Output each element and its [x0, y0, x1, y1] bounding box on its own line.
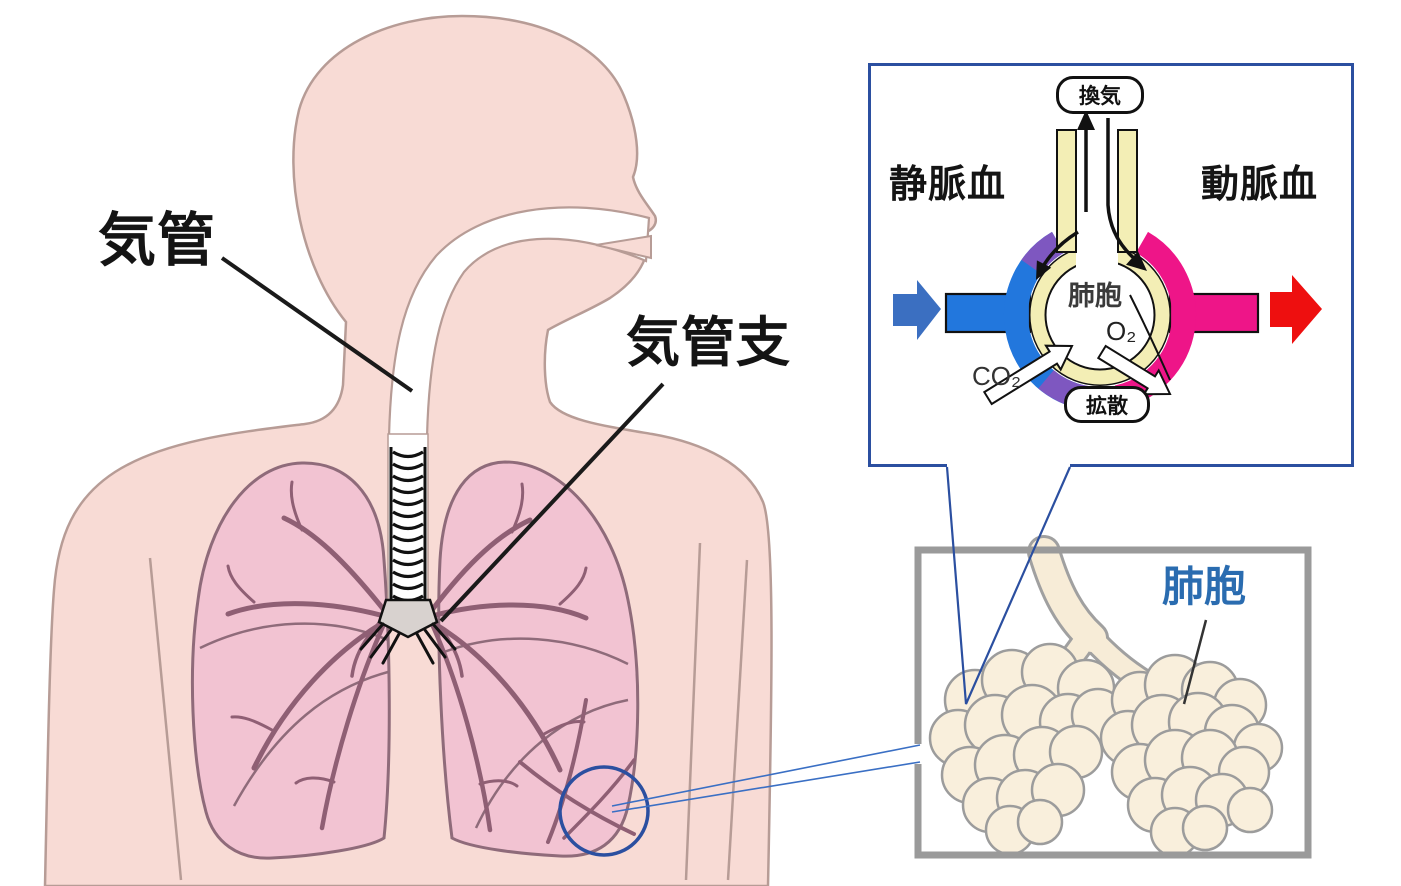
gas-box-border [868, 63, 1354, 467]
right-lung [437, 460, 640, 858]
trachea-leader-line [220, 256, 414, 393]
airway-tube [1056, 129, 1138, 280]
alveolus-pointer-line [1182, 619, 1208, 705]
arterial-flow-arrow [1270, 275, 1322, 344]
alveoli-box-border-gap [912, 744, 923, 764]
ventilation-label: 換気 [1079, 85, 1121, 108]
arterial-blood-label: 動脈血 [1201, 164, 1319, 206]
oxygen-label: O₂ [1106, 316, 1137, 346]
bronchial-branches [225, 480, 636, 844]
bronchi-stubs [359, 622, 457, 665]
magnifier-callout-lines [611, 744, 921, 813]
magnifier-circle [558, 765, 650, 857]
inhale-arrow [1106, 118, 1147, 271]
alveolus-center-label: 肺胞 [1068, 281, 1122, 311]
trachea [359, 433, 457, 665]
bronchus-label: 気管支 [626, 313, 791, 373]
alveoli-box-border [914, 546, 1312, 859]
alveoli-inset-label: 肺胞 [1162, 563, 1247, 610]
bronchus-leader-line [439, 382, 665, 623]
alveoli-inset [912, 535, 1312, 859]
lips-wedge [595, 234, 652, 260]
arm-creases [148, 542, 749, 881]
ventilation-pill: 換気 [1056, 76, 1144, 114]
trachea-label: 気管 [98, 208, 217, 273]
alveoli-cluster-left [928, 642, 1126, 856]
person-figure [43, 14, 773, 886]
alveoli-cluster-right [1099, 653, 1284, 858]
o2-trace-line [1129, 294, 1171, 381]
venous-flow-arrow [893, 280, 941, 340]
co2-diffusion-arrow [982, 344, 1074, 406]
exhale-arrow [1077, 110, 1095, 212]
carbon-dioxide-label: CO₂ [972, 361, 1022, 391]
venous-blood-label: 静脈血 [889, 164, 1007, 206]
diffusion-pill: 拡散 [1064, 386, 1150, 423]
carina [377, 598, 439, 639]
inset-v-callout-lines [945, 466, 1072, 705]
airflow-left-arrow [1036, 230, 1079, 280]
trachea-rings [392, 450, 424, 603]
o2-diffusion-arrow [1096, 344, 1172, 396]
diffusion-label: 拡散 [1086, 394, 1128, 418]
